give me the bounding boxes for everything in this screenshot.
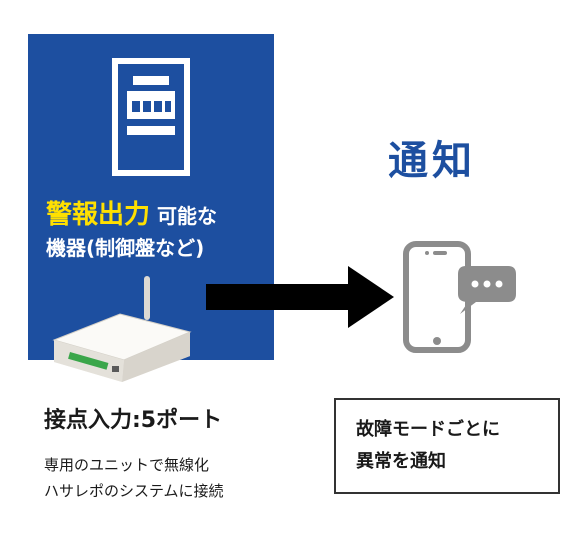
- description-line-2: ハサレポのシステムに接続: [44, 482, 224, 500]
- notify-title: 通知: [388, 138, 476, 184]
- panel-line1-rest: 可能な: [156, 204, 217, 228]
- notice-line-1: 故障モードごとに: [356, 419, 500, 440]
- description-line-1: 専用のユニットで無線化: [44, 456, 210, 474]
- wireless-unit-device: [52, 276, 192, 382]
- contact-input-description: 専用のユニットで無線化 ハサレポのシステムに接続: [44, 452, 224, 504]
- control-panel-icon: [112, 58, 190, 176]
- panel-highlight: 警報出力: [46, 200, 151, 230]
- failure-notice-box: 故障モードごとに 異常を通知: [334, 398, 560, 494]
- smartphone-notification-icon: [403, 241, 516, 353]
- device-panel: 警報出力 可能な 機器(制御盤など): [28, 34, 274, 360]
- panel-heading: 警報出力 可能な: [46, 194, 217, 231]
- panel-subheading: 機器(制御盤など): [46, 236, 205, 260]
- notice-line-2: 異常を通知: [356, 451, 446, 472]
- contact-input-title: 接点入力:5ポート: [44, 408, 223, 433]
- flow-arrow-icon: [206, 266, 394, 328]
